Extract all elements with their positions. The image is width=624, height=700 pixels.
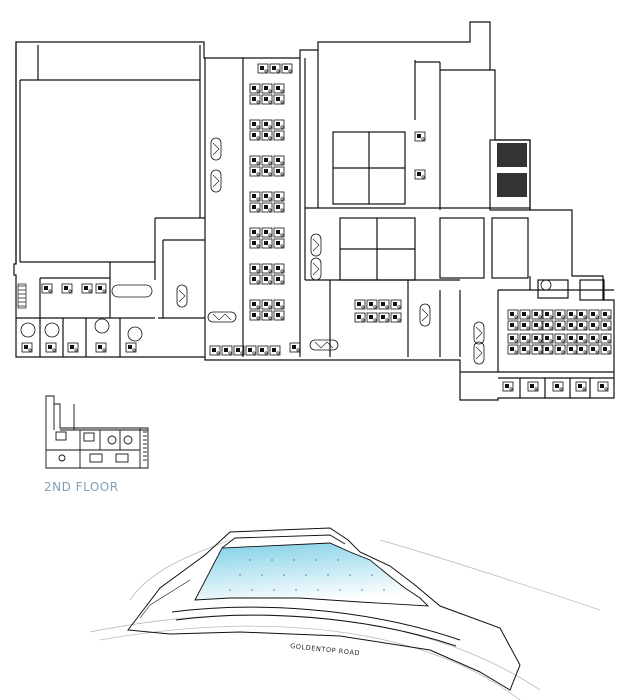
road-label: GOLDENTOP ROAD [290,642,361,657]
building-outline [13,21,615,401]
round-tables [20,279,552,342]
building-roof [194,542,430,607]
seating-block [497,143,527,197]
roof-grid [229,559,385,591]
road-edge-line [99,625,521,700]
workstation-columns [209,63,301,356]
parking-stalls [139,579,461,647]
road-edge-line [379,539,601,611]
building-roof-edge [221,534,346,549]
second-floor-label: 2ND FLOOR [44,480,119,494]
stair-hatching [17,283,27,309]
second-floor-plan [45,395,149,469]
main-floor-plan [13,21,615,401]
road-edge-line [129,539,231,601]
site-lot-outline [127,527,521,691]
site-plan: GOLDENTOP ROAD [89,527,601,700]
conference-tables [111,137,485,365]
